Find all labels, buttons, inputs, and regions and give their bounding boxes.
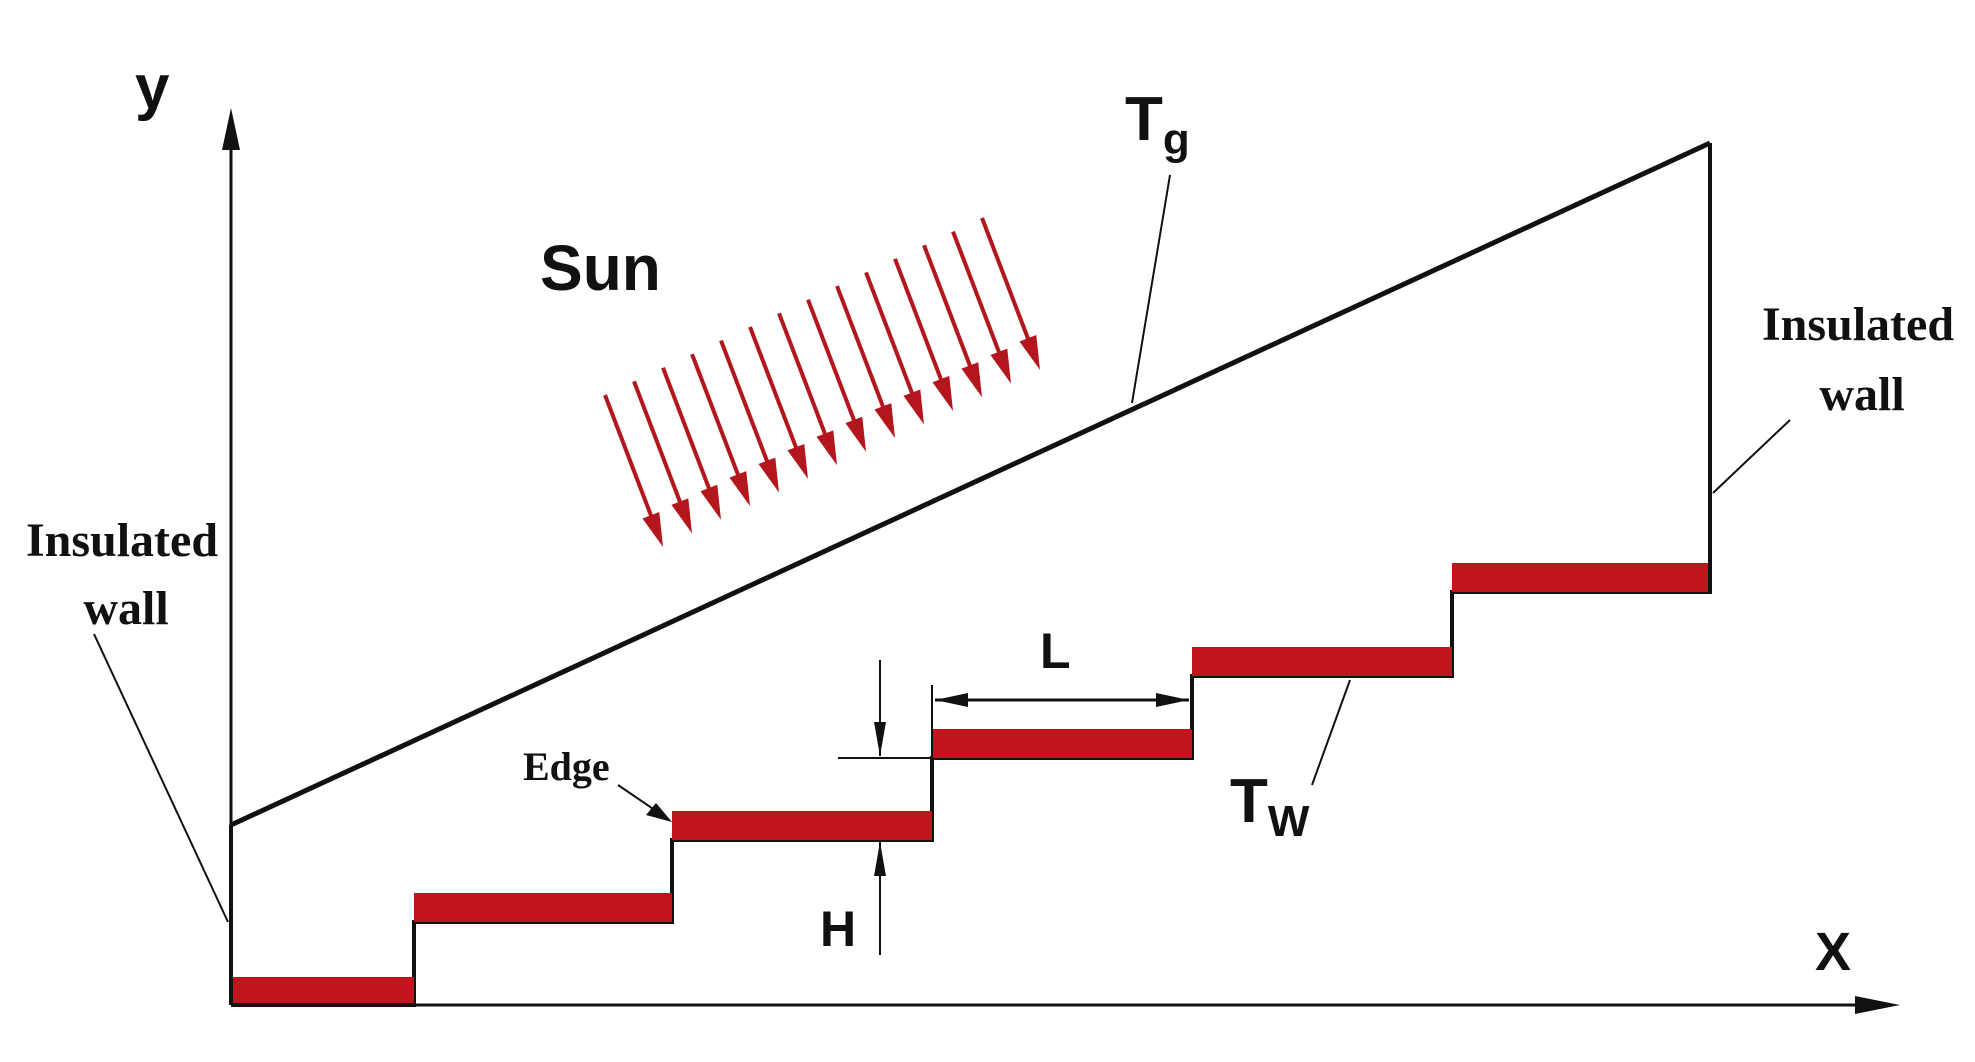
- sun-ray-6: [748, 326, 803, 462]
- wall-temperature-symbol: T: [1230, 767, 1268, 836]
- sun-ray-7: [777, 312, 832, 448]
- dimension-L-right-arrow-icon: [1156, 693, 1189, 707]
- dimension-H-top-arrow-icon: [874, 722, 886, 756]
- sun-ray-arrow-icon: [642, 512, 663, 547]
- sun-ray-arrow-icon: [1019, 335, 1040, 370]
- leader-lines: [93, 174, 1791, 923]
- sun-ray-3: [661, 367, 716, 503]
- absorber-plate-1: [233, 977, 414, 1003]
- sun-ray-9: [835, 285, 890, 421]
- sun-ray-11: [893, 258, 948, 394]
- dimension-H-bottom-arrow-icon: [874, 842, 886, 876]
- dimension-L-left-arrow-icon: [935, 693, 968, 707]
- right-wall-label-line1: Insulated: [1762, 298, 1954, 351]
- sun-ray-12: [922, 244, 977, 380]
- stepped-absorber: [231, 563, 1712, 1007]
- sun-ray-arrow-icon: [990, 348, 1011, 384]
- sun-label: Sun: [540, 232, 661, 304]
- sun-ray-arrow-icon: [758, 457, 779, 493]
- glass-temperature-subscript: g: [1163, 115, 1190, 164]
- axes: [222, 108, 1900, 1014]
- step-height-label: H: [820, 901, 856, 957]
- right-wall-label-line2: wall: [1819, 368, 1904, 421]
- step-profile-line: [231, 590, 1712, 1007]
- sun-ray-5: [719, 339, 774, 476]
- sun-ray-arrow-icon: [816, 430, 837, 466]
- sun-ray-4: [690, 353, 745, 489]
- tw-leader-line: [1311, 679, 1351, 786]
- glass-cover-line: [229, 140, 1712, 828]
- absorber-plate-3: [672, 811, 932, 840]
- sun-ray-8: [806, 298, 861, 435]
- wall-temperature-label: TW: [1230, 767, 1310, 846]
- glass-temperature-symbol: T: [1125, 85, 1163, 154]
- left-wall-label-line1: Insulated: [26, 514, 218, 567]
- absorber-plate-2: [414, 893, 672, 922]
- left-wall-label-line2: wall: [83, 582, 168, 635]
- glass-temperature-label: Tg: [1125, 85, 1190, 164]
- y-axis-arrow-icon: [222, 108, 240, 150]
- sun-rays: [603, 217, 1040, 547]
- sun-ray-arrow-icon: [961, 362, 982, 398]
- sun-ray-arrow-icon: [729, 471, 750, 507]
- sun-ray-1: [603, 394, 658, 530]
- absorber-plate-4: [932, 729, 1192, 758]
- sun-ray-13: [951, 230, 1006, 367]
- left-wall-leader-line: [93, 633, 229, 923]
- sun-ray-arrow-icon: [671, 498, 692, 534]
- x-axis-label: X: [1815, 922, 1851, 982]
- still-enclosure: [229, 140, 1712, 1005]
- absorber-plate-5: [1192, 647, 1452, 676]
- sun-ray-14: [980, 217, 1035, 353]
- labels: y X Sun Tg TW Insulated wall Insulated w…: [26, 53, 1954, 982]
- sun-ray-arrow-icon: [932, 375, 953, 411]
- dimension-L: [931, 685, 1193, 760]
- step-length-label: L: [1040, 623, 1071, 679]
- sun-ray-2: [632, 380, 687, 516]
- tg-leader-line: [1131, 174, 1171, 404]
- dimension-H: [838, 660, 932, 955]
- wall-temperature-subscript: W: [1268, 797, 1310, 846]
- sun-ray-arrow-icon: [874, 403, 895, 439]
- y-axis-label: y: [135, 53, 170, 122]
- edge-label: Edge: [523, 744, 610, 789]
- sun-ray-arrow-icon: [787, 443, 808, 479]
- edge-arrow-icon: [646, 803, 672, 822]
- sun-ray-arrow-icon: [903, 389, 924, 425]
- absorber-plate-6: [1452, 563, 1708, 592]
- sun-ray-10: [864, 271, 919, 407]
- right-wall-leader-line: [1712, 419, 1791, 494]
- sun-ray-arrow-icon: [845, 416, 866, 452]
- x-axis-arrow-icon: [1855, 996, 1900, 1014]
- sun-ray-arrow-icon: [700, 484, 721, 520]
